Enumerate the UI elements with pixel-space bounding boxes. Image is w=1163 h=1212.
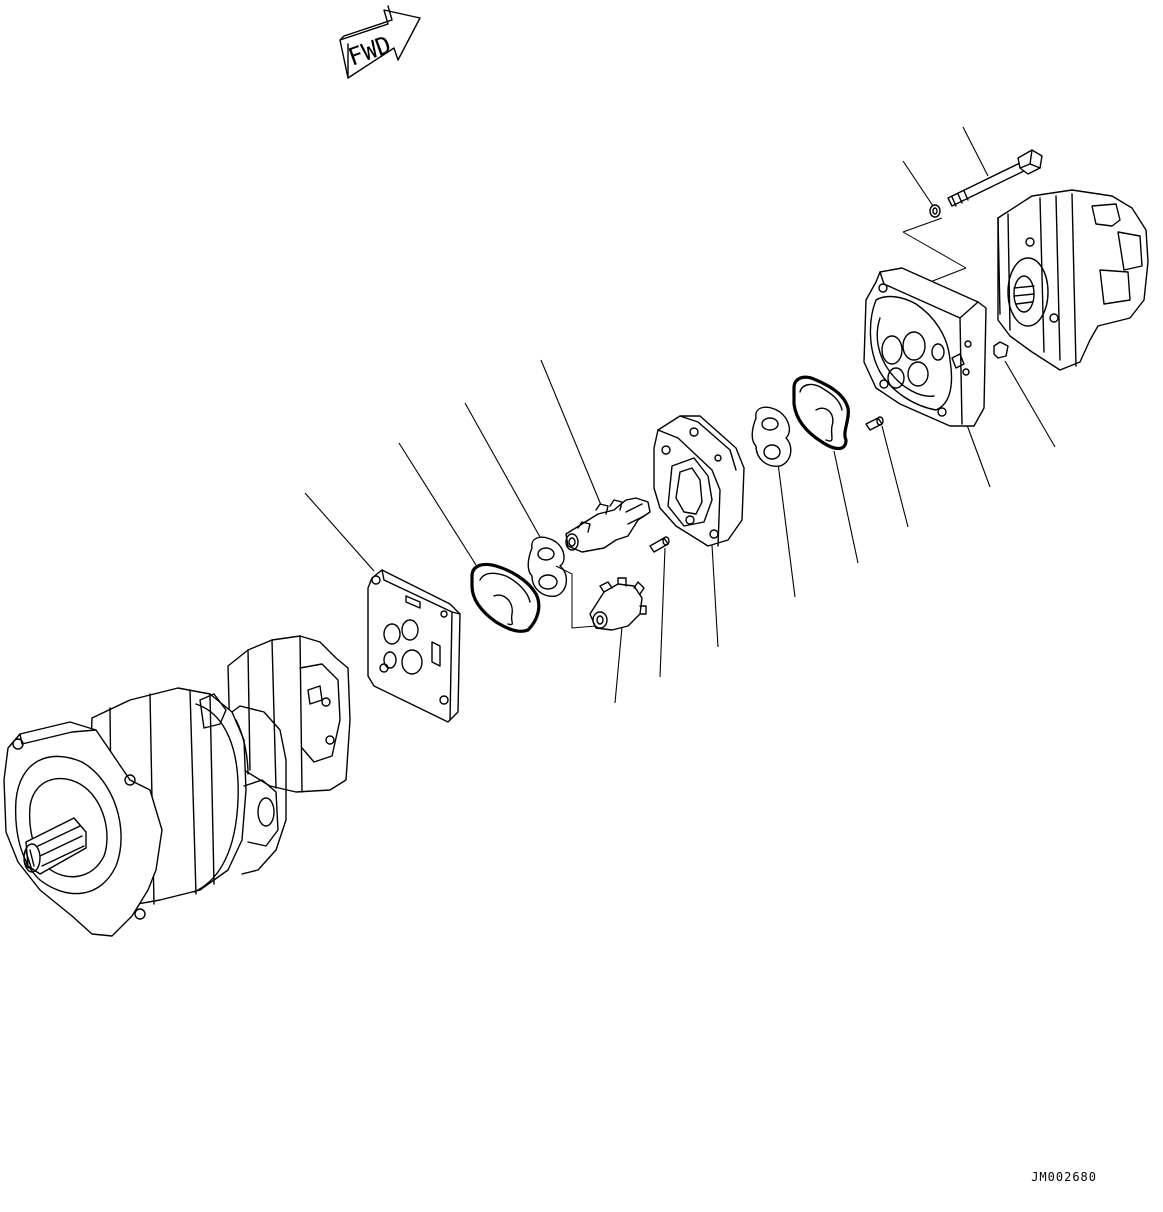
washer [929,204,941,218]
mounting-bolt [947,149,1043,207]
dowel-pin-left [649,536,670,553]
seal-left [470,562,541,633]
driven-gear [589,577,647,631]
fwd-arrow-icon: FWD [339,5,421,79]
main-pump-assembly [3,635,351,937]
rear-pump-body [993,189,1149,371]
seal-right [792,375,850,451]
drawing-code: JM002680 [1031,1170,1097,1184]
drive-gear [565,497,651,553]
dowel-pin-right [865,416,884,431]
side-plate [367,569,461,723]
bolt-assembly-bracket [902,217,967,283]
gear-pair-bracket [555,565,597,629]
leader-lines [304,126,1056,704]
backup-ring-left [527,536,567,597]
backup-ring-right [751,406,792,467]
pump-cover-plate [863,267,987,427]
gear-case [653,415,745,547]
